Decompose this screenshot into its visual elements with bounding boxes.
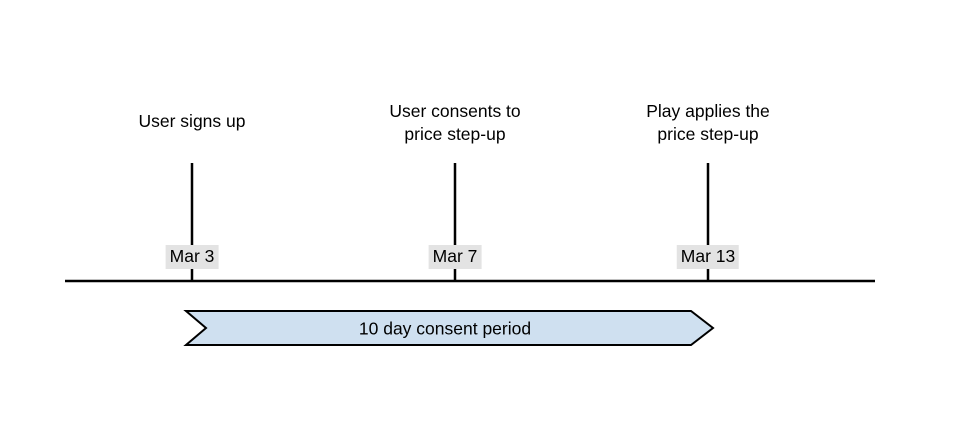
consent-period-label: 10 day consent period <box>358 318 532 339</box>
date-label-mar-7: Mar 7 <box>428 245 482 269</box>
consent-period-band-shape <box>183 310 715 346</box>
date-label-mar-13: Mar 13 <box>676 245 740 269</box>
date-label-mar-3: Mar 3 <box>165 245 219 269</box>
